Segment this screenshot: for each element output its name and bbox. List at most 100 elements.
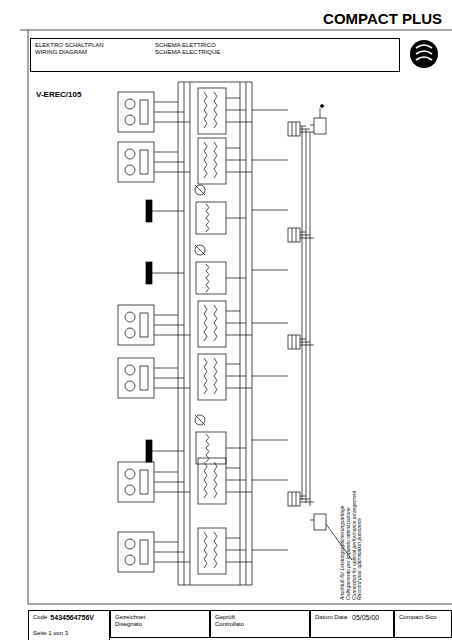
wire <box>226 448 246 449</box>
wire <box>152 451 184 452</box>
wire <box>252 160 288 161</box>
wire <box>154 542 178 543</box>
coil-symbol <box>204 305 207 341</box>
symbol-circle <box>125 115 135 125</box>
component-outline <box>140 366 148 390</box>
wire <box>292 122 293 136</box>
wire <box>154 562 190 563</box>
wire <box>226 278 246 279</box>
wire <box>226 323 246 324</box>
wire <box>154 552 184 553</box>
cell-text: 5434564756V <box>50 614 94 622</box>
symbol-circle <box>125 328 135 338</box>
wire <box>252 376 288 377</box>
component-outline <box>118 305 154 345</box>
wire <box>226 148 240 149</box>
coil-symbol <box>214 142 217 178</box>
wire <box>226 122 252 123</box>
coil-symbol <box>204 92 207 128</box>
cell-text: Compact-Sico <box>399 614 437 621</box>
wire <box>300 502 314 503</box>
coil-symbol <box>214 92 217 128</box>
title-block-cell: Gezeichnet Disegnato <box>110 610 210 638</box>
component-outline <box>198 138 226 184</box>
symbol-circle <box>125 539 135 549</box>
wire <box>154 472 178 473</box>
component-outline <box>288 228 300 242</box>
wire <box>252 270 288 271</box>
symbol-circle <box>125 485 135 495</box>
wire <box>195 245 205 255</box>
wire <box>300 342 310 343</box>
component-outline <box>314 118 326 134</box>
symbol-circle <box>195 415 205 425</box>
coil-symbol <box>204 358 207 394</box>
component-outline <box>146 200 152 222</box>
component-outline <box>198 88 226 134</box>
component-outline <box>118 142 154 182</box>
component-outline <box>118 462 154 502</box>
wire <box>154 172 190 173</box>
wire <box>190 82 191 585</box>
title-block-cell: Compact-Sico <box>394 610 452 638</box>
wire <box>300 339 306 340</box>
wire <box>226 98 240 99</box>
coil-symbol <box>204 142 207 178</box>
wire <box>252 440 288 441</box>
symbol-circle <box>195 245 205 255</box>
component-outline <box>140 100 148 124</box>
wire <box>226 364 240 365</box>
wire <box>252 110 288 111</box>
wires <box>20 30 452 604</box>
component-outline <box>140 150 148 174</box>
wire <box>226 562 252 563</box>
wire <box>226 480 246 481</box>
symbol-circle <box>125 165 135 175</box>
wire <box>252 480 288 481</box>
wire <box>154 325 184 326</box>
wire <box>252 210 288 211</box>
wire <box>154 315 178 316</box>
wire <box>320 108 321 118</box>
wire <box>154 368 178 369</box>
wire <box>154 112 184 113</box>
wire <box>20 30 452 31</box>
wire <box>252 550 288 551</box>
symbol-circle <box>125 149 135 159</box>
wire <box>28 30 29 604</box>
title-block-cell: Datum Data05/05/00 <box>310 610 394 638</box>
wire <box>28 604 452 605</box>
wire <box>154 482 184 483</box>
wire <box>154 122 190 123</box>
wire <box>310 520 314 521</box>
wire <box>226 172 252 173</box>
cell-text: SCHEMA ELETTRICO SCHEMA ELECTRIQUE <box>155 42 235 56</box>
wire <box>226 468 240 469</box>
wire <box>292 492 293 506</box>
logo <box>410 40 438 68</box>
coil-symbol <box>206 264 209 292</box>
wire <box>300 499 310 500</box>
component-outline <box>288 335 300 349</box>
component-outline <box>314 514 326 530</box>
wire <box>296 228 297 242</box>
symbol-circle <box>125 312 135 322</box>
wire <box>226 335 252 336</box>
wire <box>246 82 247 585</box>
coil-symbol <box>214 358 217 394</box>
symbol-circle <box>195 185 205 195</box>
wire <box>154 152 178 153</box>
symbol-circle <box>125 469 135 479</box>
wire <box>195 415 205 425</box>
component-outline <box>118 358 154 398</box>
wire <box>184 82 185 585</box>
component-outline <box>146 262 152 284</box>
component-outline <box>288 122 300 136</box>
component-outline <box>198 354 226 400</box>
wire <box>302 126 303 500</box>
wire <box>226 218 246 219</box>
coil-symbol <box>204 462 207 498</box>
wire <box>226 550 246 551</box>
component-outline <box>118 92 154 132</box>
